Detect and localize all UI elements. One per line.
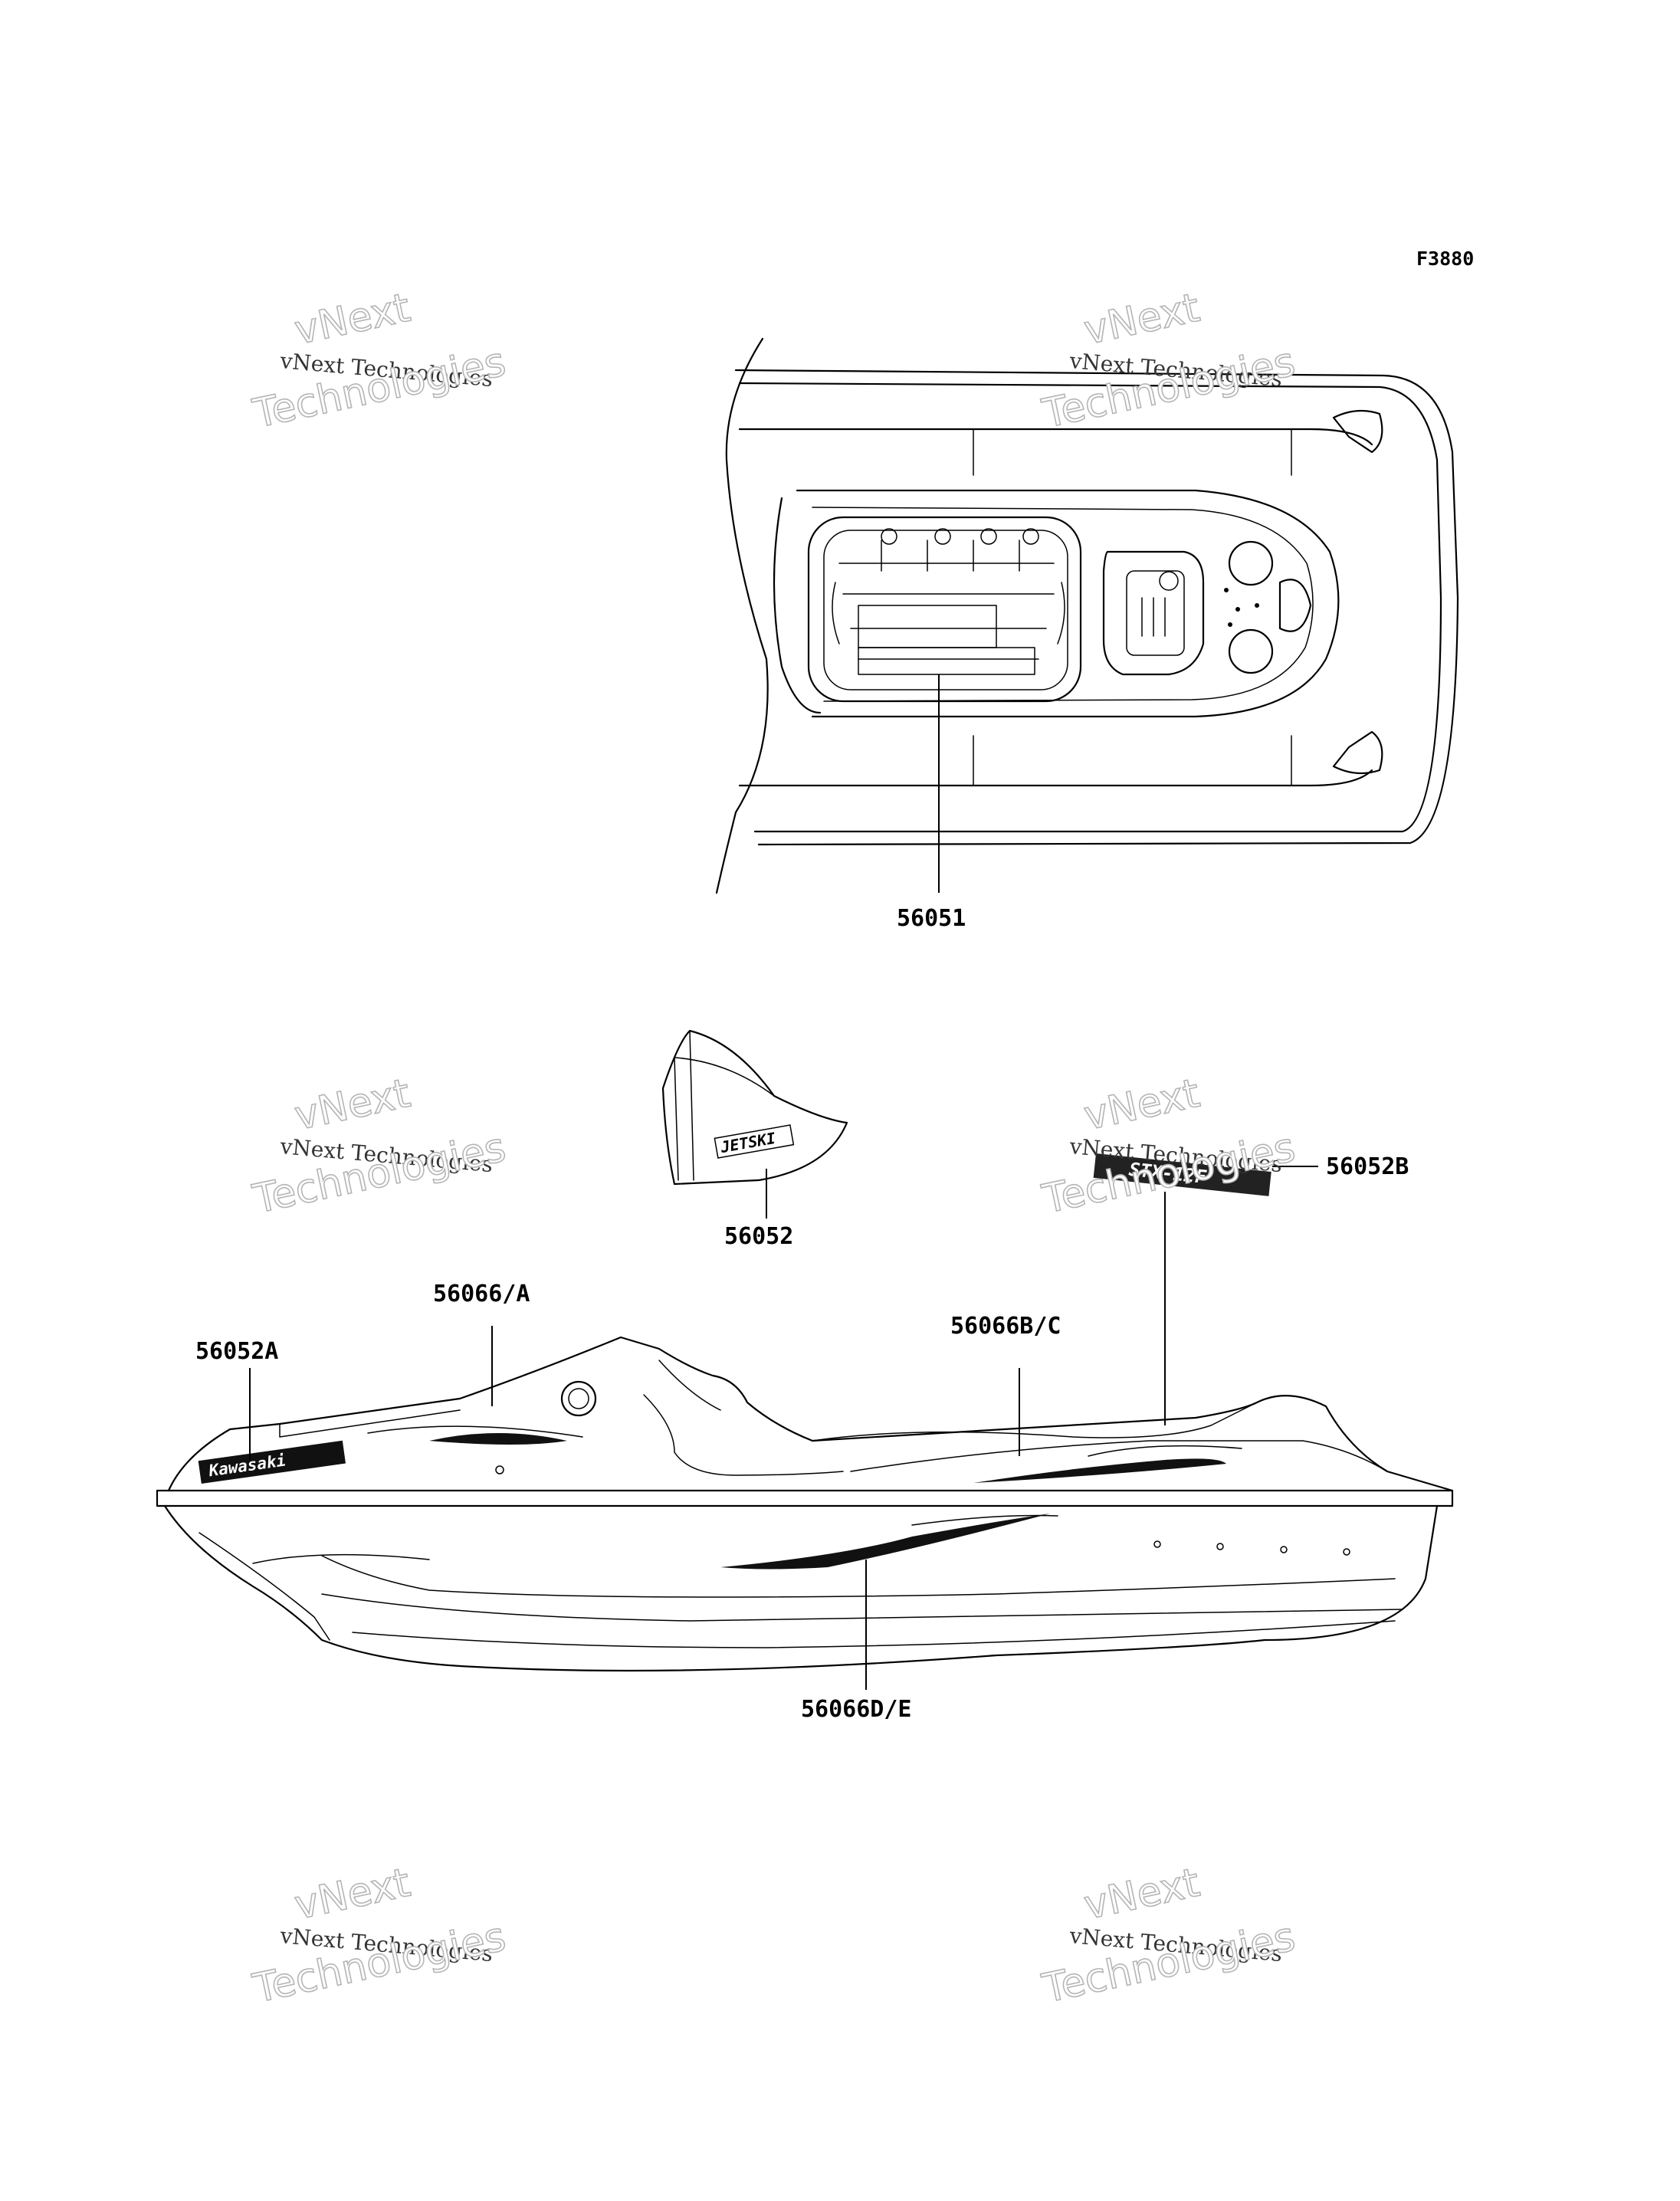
watermark-bottom-left: vNext vNext Technologies Technologies: [248, 1859, 510, 2013]
jetski-decal-drawing: JETSKI: [661, 1029, 848, 1219]
svg-text:vNext: vNext: [290, 1071, 414, 1140]
part-label-56066D-E: 56066D/E: [801, 1696, 912, 1723]
watermark-top-right: vNext vNext Technologies Technologies: [1038, 284, 1300, 438]
part-label-56066-A: 56066/A: [433, 1281, 530, 1307]
part-label-56052: 56052: [724, 1223, 793, 1250]
watermark-top-left: vNext vNext Technologies Technologies: [248, 284, 510, 438]
svg-text:vNext: vNext: [290, 285, 414, 354]
watermark-mid-left: vNext vNext Technologies Technologies: [248, 1070, 510, 1224]
watermark-bottom-right: vNext vNext Technologies Technologies: [1038, 1859, 1300, 2013]
side-view-drawing: Kawasaki: [156, 1326, 1454, 1690]
svg-text:vNext: vNext: [1080, 1860, 1203, 1929]
part-label-56066B-C: 56066B/C: [950, 1313, 1061, 1340]
part-label-56051: 56051: [897, 905, 966, 932]
watermark-mid-right: vNext vNext Technologies Technologies: [1038, 1070, 1300, 1224]
top-view-drawing: [715, 337, 1459, 894]
figure-id: F3880: [1416, 248, 1474, 270]
part-label-56052B: 56052B: [1326, 1153, 1409, 1180]
svg-text:vNext: vNext: [1080, 1071, 1203, 1140]
svg-text:vNext: vNext: [290, 1860, 414, 1929]
svg-text:vNext: vNext: [1080, 285, 1203, 354]
part-label-56052A: 56052A: [195, 1338, 278, 1365]
